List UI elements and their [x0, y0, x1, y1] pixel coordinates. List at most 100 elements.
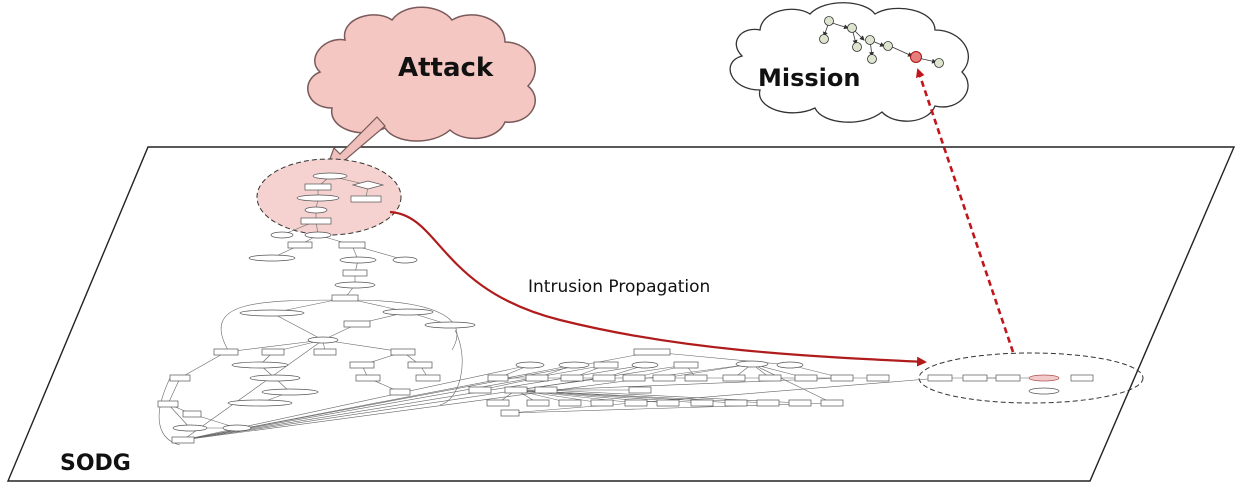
graph-node: [652, 374, 676, 382]
graph-edge: [225, 339, 324, 353]
propagation-label: Intrusion Propagation: [528, 277, 710, 297]
graph-node: [392, 256, 418, 264]
graph-edge: [179, 351, 227, 379]
graph-edge: [515, 389, 603, 404]
graph-edge: [322, 339, 404, 353]
graph-node: [415, 374, 441, 382]
graph-node: [261, 388, 319, 396]
graph-node: [487, 374, 509, 382]
graph-node: [820, 399, 844, 407]
graph-node: [331, 294, 359, 302]
graph-node: [172, 424, 208, 432]
graph-node: [560, 374, 584, 382]
graph-node: [343, 320, 371, 328]
mission-node: [824, 16, 834, 26]
graph-node: [222, 424, 252, 432]
graph-node: [927, 374, 953, 382]
mission-node: [883, 41, 893, 51]
graph-node: [593, 361, 619, 369]
graph-node: [171, 436, 195, 444]
graph-node: [1028, 374, 1060, 382]
graph-node: [724, 399, 748, 407]
graph-node: [248, 254, 296, 262]
graph-node: [300, 217, 332, 225]
mission-label: Mission: [758, 64, 860, 92]
mission-cloud: Mission: [729, 2, 969, 123]
graph-edge: [545, 377, 843, 391]
graph-node: [558, 361, 590, 369]
graph-node: [756, 399, 780, 407]
graph-node: [287, 241, 313, 249]
graph-node: [304, 183, 332, 191]
graph-node: [656, 399, 680, 407]
graph-node: [270, 231, 294, 239]
graph-edge: [509, 377, 941, 414]
graph-node: [351, 180, 385, 190]
graph-node: [261, 348, 285, 356]
graph-node: [213, 348, 239, 356]
graph-edge: [167, 403, 191, 429]
graph-node: [525, 374, 549, 382]
graph-node: [500, 409, 520, 417]
mission-node: [819, 34, 829, 44]
graph-node: [312, 172, 348, 180]
graph-node: [334, 281, 376, 289]
graph-node: [690, 399, 714, 407]
graph-node: [407, 361, 433, 369]
graph-node: [830, 374, 854, 382]
graph-node: [227, 399, 293, 407]
graph-node: [515, 361, 545, 369]
graph-node: [304, 206, 328, 214]
graph-node: [342, 269, 368, 277]
graph-node: [794, 374, 818, 382]
intrusion-propagation-arrow: [389, 210, 927, 367]
graph-node: [776, 361, 804, 369]
graph-node: [486, 399, 510, 407]
graph-node: [339, 256, 377, 264]
graph-node: [296, 194, 340, 202]
attack-label: Attack: [398, 53, 494, 83]
graph-node: [673, 361, 699, 369]
graph-node: [590, 399, 614, 407]
graph-node: [631, 361, 659, 369]
graph-node: [866, 374, 890, 382]
graph-node: [624, 399, 648, 407]
graph-node: [962, 374, 988, 382]
sodg-label: SODG: [60, 451, 131, 476]
graph-node: [307, 336, 339, 344]
graph-edge: [167, 377, 181, 405]
graph-node: [169, 374, 191, 382]
graph-edge: [271, 312, 324, 341]
graph-node: [788, 399, 812, 407]
graph-edge: [515, 377, 605, 391]
mission-node: [865, 35, 875, 45]
graph-node: [249, 374, 301, 382]
graph-node: [722, 374, 746, 382]
graph-node: [558, 399, 582, 407]
mission-node: [847, 23, 857, 33]
graph-node: [622, 374, 646, 382]
graph-node: [468, 386, 492, 394]
graph-node: [350, 195, 382, 203]
graph-node: [526, 399, 550, 407]
graph-node: [424, 321, 476, 329]
mission-node: [867, 54, 877, 64]
graph-node: [735, 360, 769, 368]
graph-node: [592, 374, 616, 382]
graph-node: [313, 348, 337, 356]
sodg-graph: [157, 172, 1094, 446]
graph-node: [349, 361, 375, 369]
mission-node: [852, 42, 862, 52]
attack-cloud: Attack: [307, 6, 536, 142]
graph-node: [684, 374, 708, 382]
mission-node: [934, 58, 944, 68]
graph-node: [1070, 374, 1094, 382]
mission-graph: [819, 16, 944, 68]
graph-node: [995, 374, 1021, 382]
graph-node: [231, 361, 289, 369]
mission-region: [918, 352, 1144, 404]
graph-node: [633, 348, 671, 356]
graph-node: [182, 410, 202, 418]
graph-edge: [439, 329, 463, 406]
